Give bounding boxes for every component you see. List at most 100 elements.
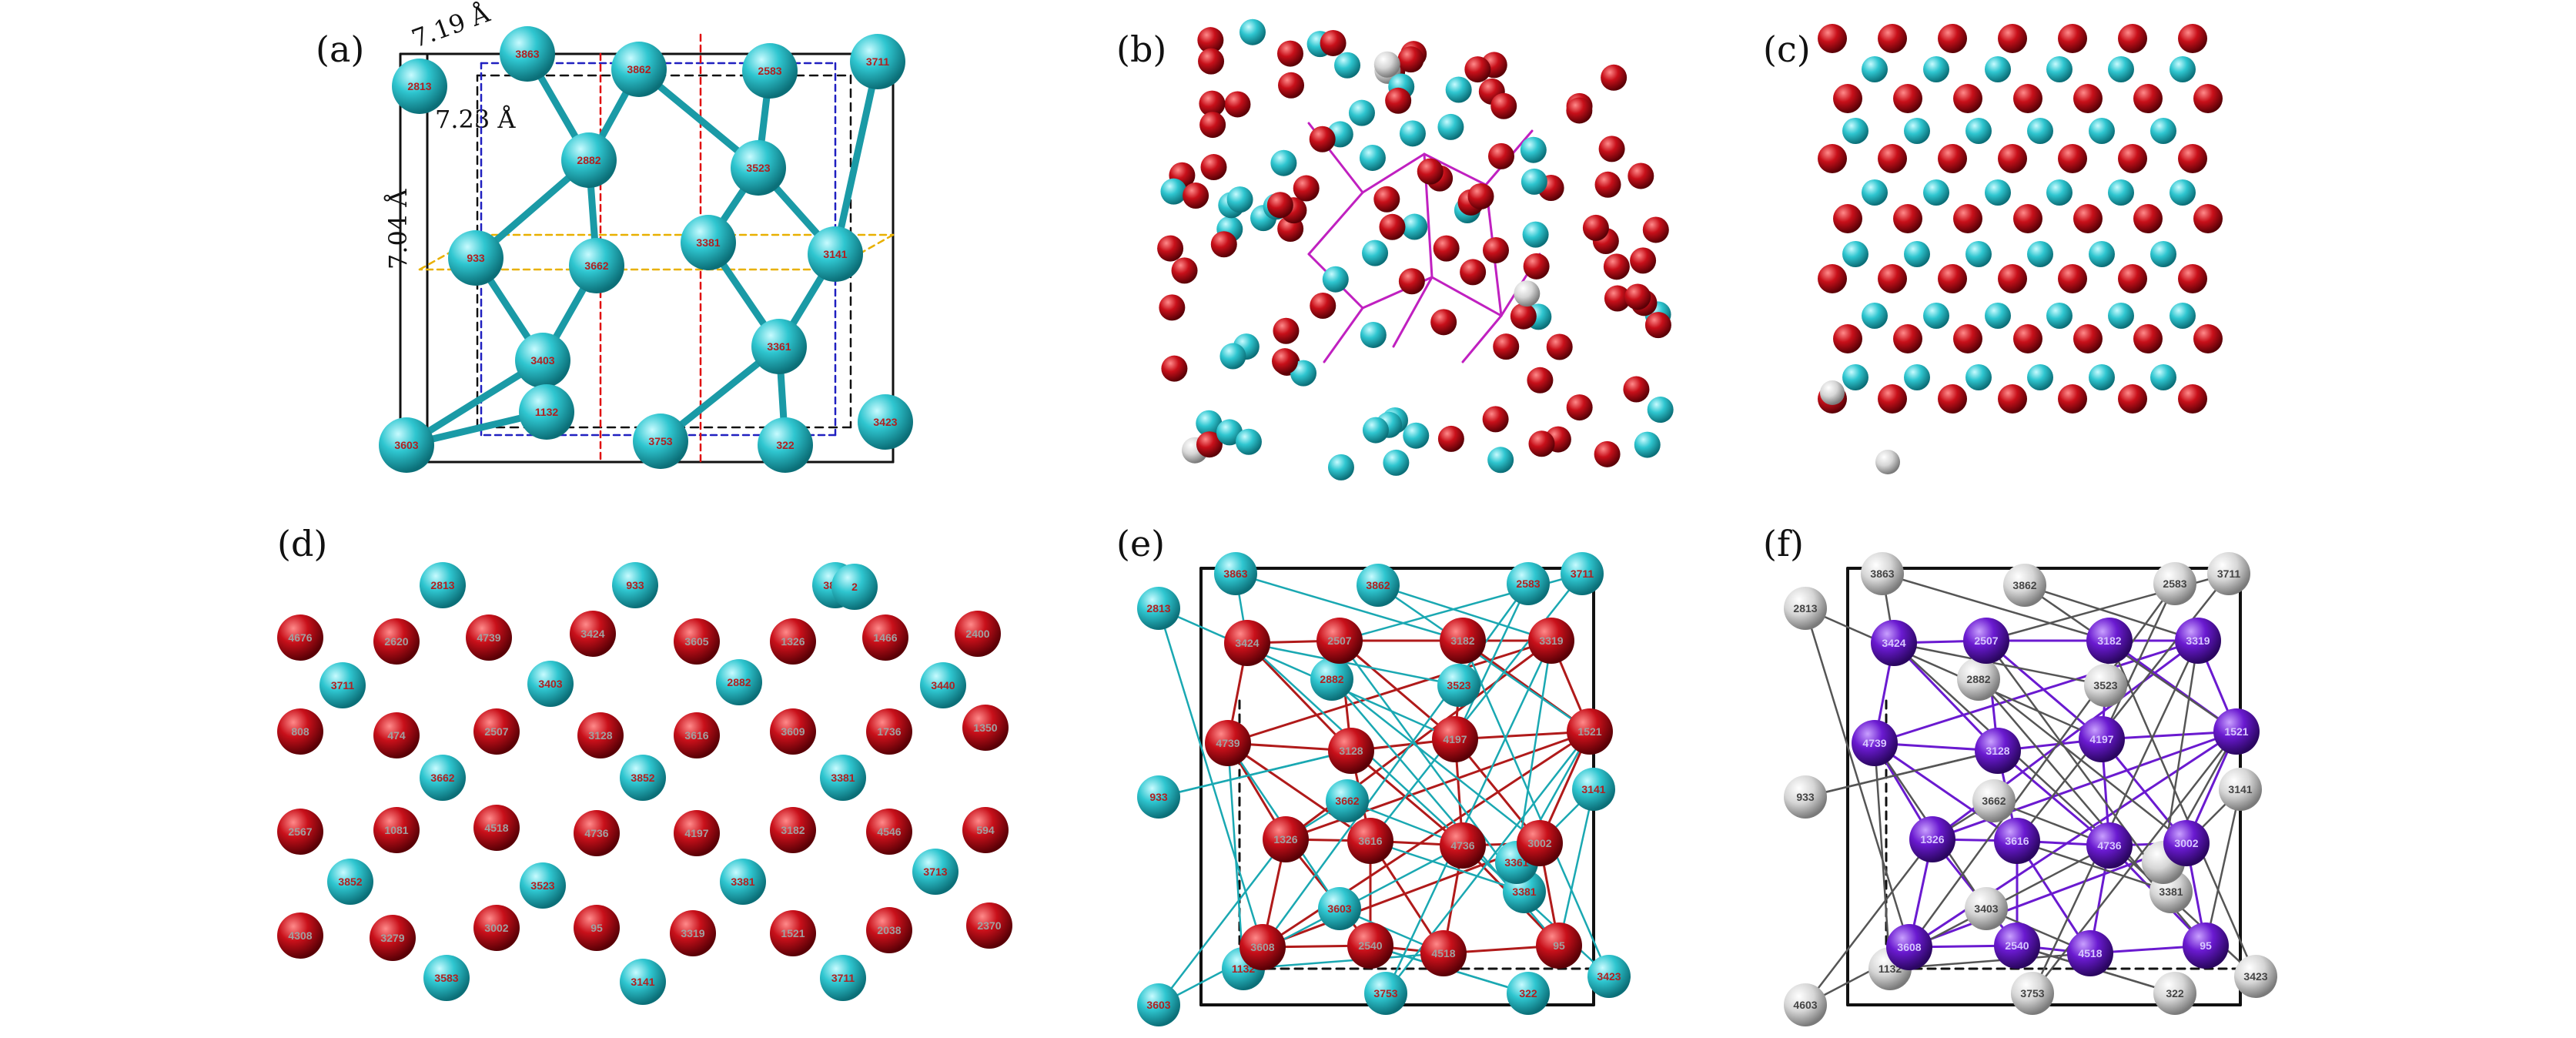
cyan-atom <box>1334 52 1361 79</box>
red-atom <box>1998 24 2027 53</box>
red-atom <box>2193 204 2223 233</box>
atom-id-label: 2540 <box>2005 939 2029 952</box>
bond-line <box>1361 152 1426 194</box>
red-atom <box>2193 324 2223 353</box>
red-atom <box>2058 264 2087 293</box>
cyan-atom <box>1965 364 1992 390</box>
cyan-atom <box>1445 76 1472 103</box>
cyan-atom <box>1310 658 1353 701</box>
cyan-atom <box>1862 303 1888 329</box>
red-atom <box>1196 431 1223 458</box>
atom-id-label: 933 <box>467 252 485 264</box>
panel-label-f: (f) <box>1763 523 1804 564</box>
red-atom <box>2133 324 2163 353</box>
white-atom <box>1965 887 2008 930</box>
cyan-atom <box>420 755 466 801</box>
cyan-atom <box>327 859 373 905</box>
cyan-atom <box>2046 56 2073 82</box>
red-atom <box>1493 333 1520 360</box>
atom-id-label: 4546 <box>877 825 901 838</box>
atom-id-label: 933 <box>626 579 644 591</box>
red-atom <box>1440 822 1486 869</box>
red-atom <box>1482 236 1509 263</box>
red-atom <box>2178 24 2207 53</box>
cyan-atom <box>1923 303 1949 329</box>
atom-id-label: 3862 <box>1366 579 1390 591</box>
red-atom <box>1197 27 1224 54</box>
cyan-atom <box>716 659 762 705</box>
red-atom <box>1490 92 1517 119</box>
red-atom <box>1417 158 1444 185</box>
atom-id-label: 3381 <box>1512 886 1536 898</box>
bond-line <box>2162 639 2200 864</box>
red-atom <box>1628 162 1654 189</box>
red-atom <box>1397 46 1424 73</box>
atom-id-label: 3002 <box>1527 837 1551 849</box>
red-atom <box>1878 144 1907 173</box>
red-atom <box>277 912 323 959</box>
red-atom <box>277 809 323 855</box>
red-atom <box>1464 56 1491 83</box>
atom-id-label: 3319 <box>681 927 704 939</box>
atom-id-label: 2507 <box>484 725 508 738</box>
purple-atom <box>2213 708 2260 755</box>
atom-id-label: 4736 <box>2097 839 2121 852</box>
red-atom <box>2118 264 2147 293</box>
red-atom <box>1998 264 2027 293</box>
bond-line <box>1977 678 2188 845</box>
cyan-atom <box>850 34 905 89</box>
bond-line <box>1157 749 1353 799</box>
atom-id-label: 3440 <box>931 679 955 691</box>
bond-line <box>1392 276 1434 348</box>
cyan-atom <box>2089 118 2115 144</box>
panel-label-c: (c) <box>1763 28 1811 70</box>
cyan-atom <box>2150 364 2176 390</box>
cyan-atom <box>1359 144 1386 171</box>
atom-id-label: 3753 <box>648 435 672 447</box>
atom-id-label: 2583 <box>2163 578 2186 590</box>
cyan-atom <box>920 662 966 708</box>
bond-line <box>1369 839 1526 893</box>
atom-id-label: 3711 <box>831 972 855 984</box>
red-atom <box>1373 186 1400 213</box>
atom-id-label: 95 <box>2200 939 2212 952</box>
atom-id-label: 933 <box>1149 791 1168 803</box>
atom-id-label: 3182 <box>1450 635 1474 647</box>
cyan-atom <box>1196 410 1223 437</box>
red-atom <box>1420 930 1467 976</box>
atom-id-label: 2813 <box>1146 602 1170 614</box>
cyan-atom <box>1364 972 1407 1015</box>
bond-line <box>1557 788 1595 947</box>
white-atom <box>2011 972 2054 1015</box>
atom-id-label: 4308 <box>288 929 312 942</box>
white-atom <box>1373 51 1400 78</box>
red-atom <box>370 915 416 961</box>
cyan-atom <box>1507 972 1550 1015</box>
bond-line <box>1931 730 2238 841</box>
atom-id-label: 3603 <box>1327 902 1351 915</box>
atom-id-label: 1521 <box>1577 725 1601 738</box>
red-atom <box>1818 144 1847 173</box>
atom-id-label: 594 <box>976 824 995 836</box>
red-atom <box>2118 24 2147 53</box>
red-atom <box>1159 294 1186 321</box>
red-atom <box>1430 309 1457 336</box>
panel-b-projection <box>1157 18 1674 480</box>
red-atom <box>1624 283 1651 310</box>
bond-line <box>1908 842 2188 949</box>
cyan-atom <box>1521 168 1547 195</box>
red-atom <box>1642 216 1669 243</box>
bond-line <box>1384 730 1591 995</box>
red-atom <box>1833 324 1862 353</box>
bond-line <box>1246 641 1460 687</box>
red-atom <box>1938 24 1967 53</box>
atom-id-label: 474 <box>387 729 406 742</box>
panel-c-projection <box>1818 24 2223 474</box>
atom-id-label: 4736 <box>584 827 608 839</box>
atom-id-label: 3141 <box>823 248 847 260</box>
white-atom <box>1784 587 1827 630</box>
cyan-atom <box>1362 417 1389 444</box>
red-atom <box>1603 253 1630 280</box>
atom-id-label: 1326 <box>781 635 805 648</box>
